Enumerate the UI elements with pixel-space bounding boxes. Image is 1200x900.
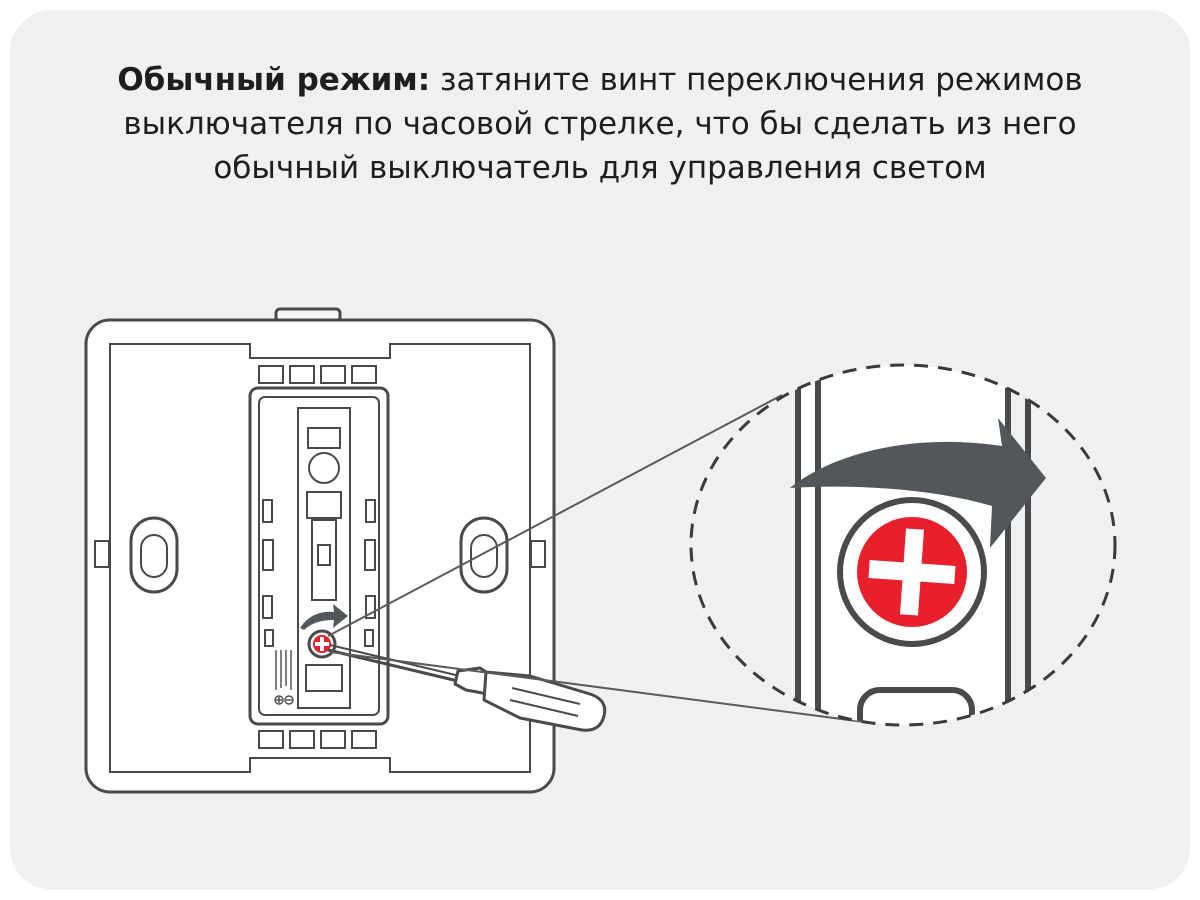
- callout-lines: [327, 394, 873, 724]
- clockwise-arrow-icon-small: [300, 604, 348, 630]
- caption-line-3: обычный выключатель для управления свето…: [213, 150, 987, 186]
- mode-title: Обычный режим:: [117, 62, 431, 98]
- screw-icon: [837, 497, 987, 647]
- caption-line-1: Обычный режим: затяните винт переключени…: [0, 58, 1200, 102]
- instruction-text: Обычный режим: затяните винт переключени…: [0, 58, 1200, 190]
- switch-back-plate: [84, 307, 556, 794]
- caption-text-1: затяните винт переключения режимов: [440, 62, 1083, 98]
- caption-line-2: выключателя по часовой стрелке, что бы с…: [123, 106, 1077, 142]
- clockwise-arrow-icon: [790, 418, 1046, 548]
- screwdriver-icon: [327, 644, 607, 732]
